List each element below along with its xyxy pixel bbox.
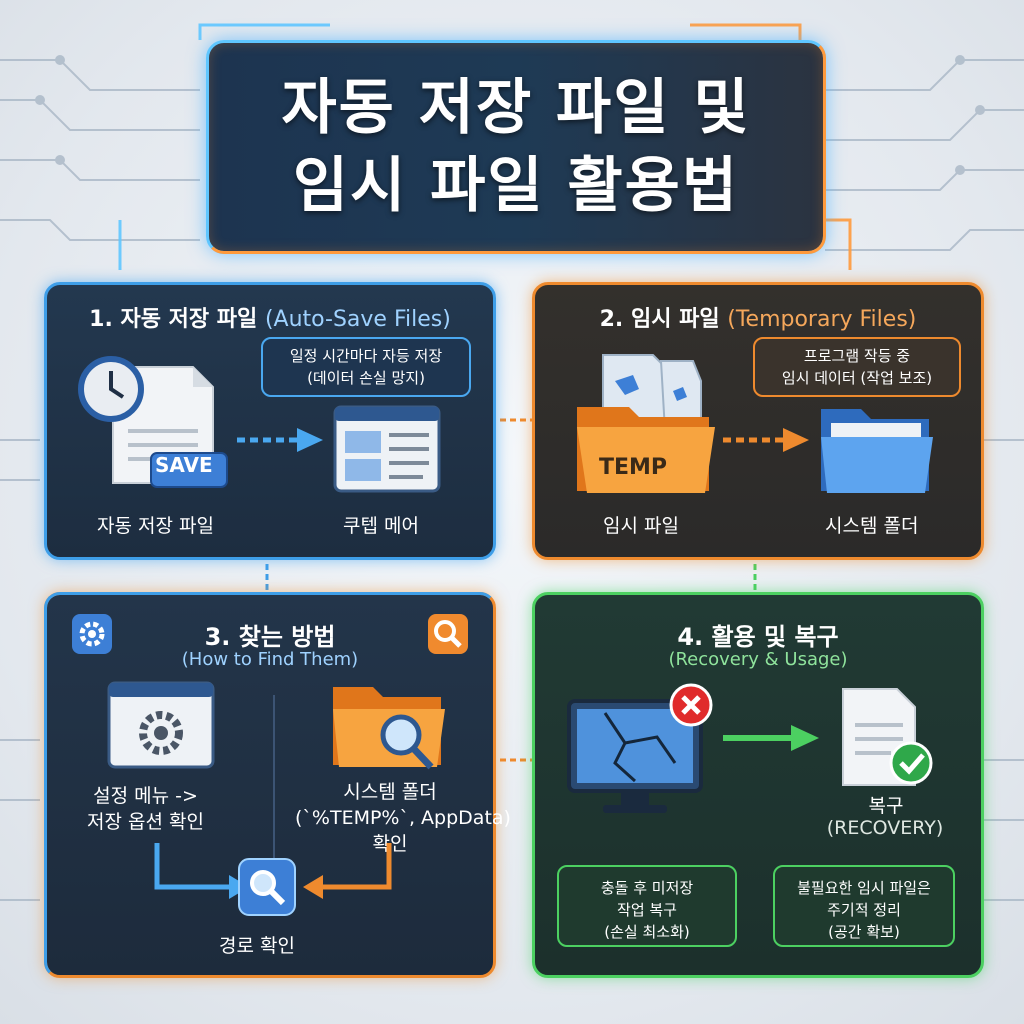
- auto-save-file-label: 자동 저장 파일: [97, 515, 214, 537]
- bubble-line-1: 충돌 후 미저장: [600, 879, 694, 897]
- title-line-1: 자동 저장 파일 및: [281, 73, 751, 143]
- arrow-right-icon: [237, 428, 323, 452]
- temp-folder-icon: [577, 354, 715, 493]
- panel-recovery: 4. 활용 및 복구 (Recovery & Usage) 복구 (RECOVE…: [532, 592, 984, 978]
- crashed-monitor-icon: [567, 683, 713, 813]
- panel-1-title: 1. 자동 저장 파일 (Auto-Save Files): [47, 301, 493, 333]
- bubble-line-1: 불필요한 임시 파일은: [797, 879, 931, 897]
- auto-save-bubble: 일정 시간마다 자등 저장 (데이터 손실 망지): [261, 337, 471, 397]
- system-folder-icon: [821, 409, 933, 493]
- arrow-right-icon: [723, 428, 809, 452]
- recovered-document-icon: [842, 688, 933, 786]
- panel-2-title-ko: 2. 임시 파일: [599, 307, 720, 332]
- settings-menu-label: 설정 메뉴 -> 저장 옵션 확인: [87, 783, 204, 835]
- title-line-2: 임시 파일 활용법: [292, 151, 740, 221]
- folder-search-icon: [333, 687, 445, 770]
- temp-badge: TEMP: [599, 455, 668, 480]
- recovery-label-en: (RECOVERY): [826, 817, 944, 839]
- panel-3-title-en: (How to Find Them): [181, 649, 359, 670]
- bubble-line-2: 작업 복구: [617, 901, 677, 919]
- crash-recovery-bubble: 충돌 후 미저장 작업 복구 (손실 최소화): [557, 865, 737, 947]
- panel-1-title-en: (Auto-Save Files): [264, 307, 451, 332]
- system-folder-label: 시스템 폴더: [825, 515, 919, 537]
- divider: [273, 695, 275, 865]
- panel-temp-files: 2. 임시 파일 (Temporary Files) 프로그램 작등 중 임시 …: [532, 282, 984, 560]
- gear-icon: [72, 614, 112, 654]
- right-line-1: 시스템 폴더: [343, 781, 437, 803]
- left-line-1: 설정 메뉴 ->: [93, 785, 198, 807]
- main-title: 자동 저장 파일 및 임시 파일 활용법: [209, 43, 823, 251]
- panel-3-title: 3. 찾는 방법: [204, 623, 336, 651]
- cache-label: 쿠텝 메어: [343, 515, 419, 537]
- path-check-label: 경로 확인: [219, 935, 295, 957]
- panel-2-title: 2. 임시 파일 (Temporary Files): [535, 301, 981, 333]
- settings-window-icon: [107, 681, 215, 769]
- left-line-2: 저장 옵션 확인: [87, 811, 204, 833]
- bubble-line-1: 프로그램 작등 중: [803, 347, 911, 365]
- path-search-icon: [238, 858, 296, 916]
- bubble-line-2: 주기적 정리: [827, 901, 901, 919]
- panel-2-title-en: (Temporary Files): [727, 307, 917, 332]
- panel-4-title: 4. 활용 및 복구: [677, 623, 839, 651]
- right-line-2: (`%TEMP%`, AppData): [295, 807, 511, 829]
- panel-how-to-find: 3. 찾는 방법 (How to Find Them) 설정 메뉴 -> 저장 …: [44, 592, 511, 978]
- bubble-line-2: (데이터 손실 망지): [307, 369, 425, 387]
- search-icon: [428, 614, 468, 654]
- bubble-line-3: (공간 확보): [828, 923, 900, 941]
- panel-4-title-en: (Recovery & Usage): [668, 649, 848, 670]
- bubble-line-3: (손실 최소화): [604, 923, 690, 941]
- cleanup-bubble: 불필요한 임시 파일은 주기적 정리 (공간 확보): [773, 865, 955, 947]
- auto-save-document-icon: [78, 356, 228, 488]
- title-box: 자동 저장 파일 및 임시 파일 활용법: [206, 40, 826, 254]
- browser-window-icon: [333, 405, 441, 493]
- system-folder-path-label: 시스템 폴더 (`%TEMP%`, AppData) 확인: [295, 779, 511, 857]
- temp-bubble: 프로그램 작등 중 임시 데이터 (작업 보조): [753, 337, 961, 397]
- bubble-line-1: 일정 시간마다 자등 저장: [289, 347, 443, 365]
- recovery-label-ko: 복구: [868, 795, 904, 817]
- arrow-right-icon: [723, 725, 819, 751]
- panel-1-title-ko: 1. 자동 저장 파일: [89, 307, 258, 332]
- save-badge: SAVE: [155, 453, 213, 477]
- temp-file-label: 임시 파일: [603, 515, 679, 537]
- panel-auto-save: 1. 자동 저장 파일 (Auto-Save Files) 일정 시간마다 자등…: [44, 282, 496, 560]
- bubble-line-2: 임시 데이터 (작업 보조): [781, 369, 933, 387]
